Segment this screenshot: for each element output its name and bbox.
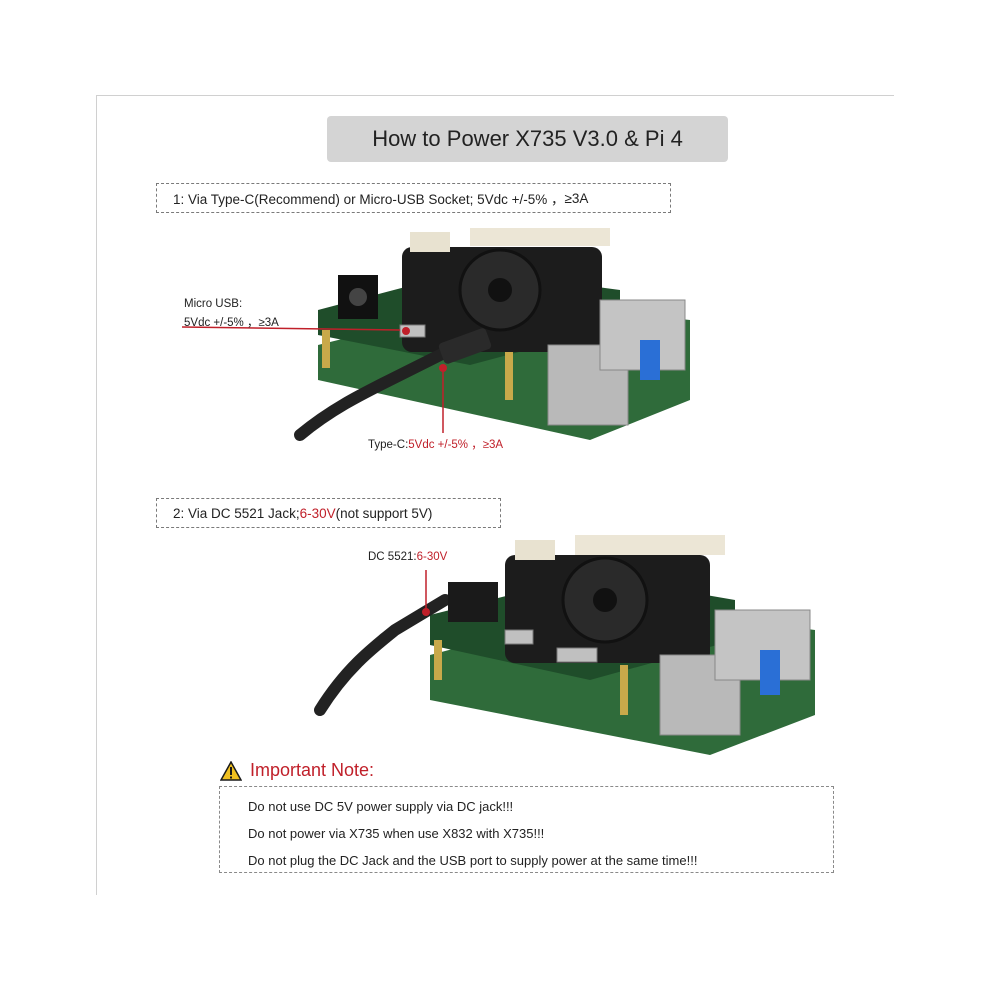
standoff-1a	[322, 330, 330, 368]
warning-icon	[220, 760, 242, 781]
note-line-1: Do not use DC 5V power supply via DC jac…	[248, 799, 514, 814]
typec-callout: Type-C:5Vdc +/-5% ，≥3A	[368, 436, 503, 452]
header-top-2	[515, 540, 555, 560]
dc-callout-dot	[422, 608, 430, 616]
important-note-heading: Important Note:	[220, 760, 374, 781]
page-title-text: How to Power X735 V3.0 & Pi 4	[372, 126, 683, 151]
dc-callout: DC 5521:6-30V	[368, 551, 447, 563]
typec-callout-spec: 5Vdc +/-5% ，≥3A	[408, 439, 504, 451]
step-2-prefix: 2: Via DC 5521 Jack;	[173, 505, 300, 521]
micro-usb-callout-label: Micro USB:	[184, 298, 243, 310]
typec-cable-1	[294, 344, 456, 441]
note-line-3: Do not plug the DC Jack and the USB port…	[248, 853, 698, 868]
header-top-2b	[575, 535, 725, 555]
dc-cable-2	[314, 594, 451, 716]
page-title: How to Power X735 V3.0 & Pi 4	[327, 116, 728, 162]
micro-usb-callout-spec: 5Vdc +/-5% ，≥3A	[184, 317, 279, 329]
fan-center-1	[488, 278, 512, 302]
note-line-2: Do not power via X735 when use X832 with…	[248, 826, 545, 841]
dc-callout-label: DC 5521:	[368, 551, 417, 563]
standoff-2a	[434, 640, 442, 680]
important-note-box: Do not use DC 5V power supply via DC jac…	[219, 786, 834, 873]
dc-callout-spec: 6-30V	[416, 551, 448, 563]
step-1-text: 1: Via Type-C(Recommend) or Micro-USB So…	[173, 192, 565, 207]
standoff-1b	[505, 350, 513, 400]
micro-usb-callout-dot	[402, 327, 410, 335]
step-2-box: 2: Via DC 5521 Jack; 6-30V (not support …	[156, 498, 501, 528]
step-2-suffix: (not support 5V)	[335, 505, 433, 521]
dc-jack-hole-1	[349, 288, 367, 306]
micro-usb-callout-line	[181, 326, 401, 331]
dc-plug-2	[448, 582, 498, 622]
typec-port-2	[556, 647, 598, 663]
micro-usb-port-2	[504, 629, 534, 645]
step-1-current: ≥3A	[564, 190, 589, 206]
step-2-range: 6-30V	[299, 505, 336, 521]
important-note-title: Important Note:	[250, 760, 375, 780]
frame-top-rule	[96, 95, 894, 96]
header-top-1	[410, 232, 450, 252]
fan-center-2	[593, 588, 617, 612]
standoff-2b	[620, 665, 628, 715]
usb3-port-2	[760, 650, 780, 695]
step-1-box: 1: Via Type-C(Recommend) or Micro-USB So…	[156, 183, 671, 213]
typec-plug-1	[438, 328, 492, 364]
typec-callout-label: Type-C:	[368, 439, 409, 451]
header-top-1b	[470, 228, 610, 246]
typec-callout-dot	[439, 364, 447, 372]
frame-left-rule	[96, 95, 97, 895]
usb3-port-1	[640, 340, 660, 380]
